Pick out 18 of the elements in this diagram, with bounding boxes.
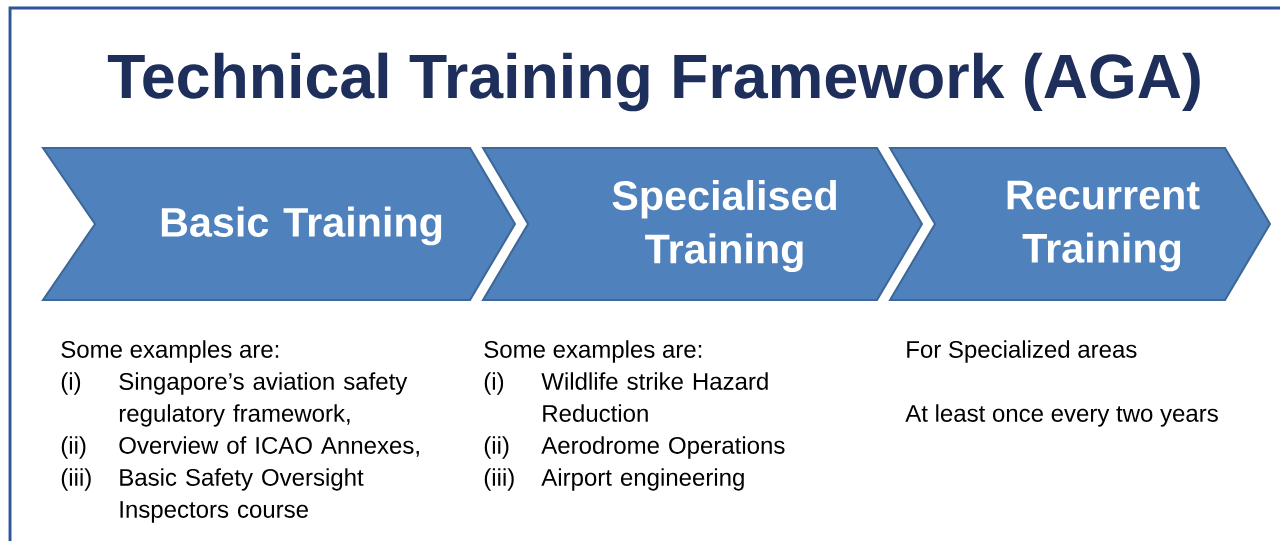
body-text: For Specialized areas bbox=[907, 340, 1137, 363]
body-text: At least once every two years bbox=[905, 404, 1218, 427]
body-text: Some examples are: bbox=[61, 340, 279, 363]
body-text: Singapore’s aviation safety regulatory framework, bbox=[119, 372, 408, 427]
body-text: Aerodrome Operations bbox=[541, 436, 785, 459]
body-text: (ii) bbox=[61, 436, 86, 459]
body-text: (iii) bbox=[61, 468, 91, 491]
body-text: Airport engineering bbox=[541, 468, 744, 491]
body-text: Overview of ICAO Annexes, bbox=[119, 436, 419, 457]
node-label: Recurrent Training bbox=[1007, 180, 1200, 272]
body-text: (iii) bbox=[484, 468, 514, 491]
body-text: (ii) bbox=[484, 436, 509, 459]
body-text: Wildlife strike Hazard Reduction bbox=[541, 372, 768, 422]
title: Technical Training Framework (AGA) bbox=[107, 52, 1200, 112]
body-text: Some examples are: bbox=[484, 340, 702, 363]
body-text: (i) bbox=[61, 372, 81, 395]
body-text: (i) bbox=[484, 372, 504, 395]
body-text: Basic Safety Oversight Inspectors course bbox=[120, 468, 364, 523]
